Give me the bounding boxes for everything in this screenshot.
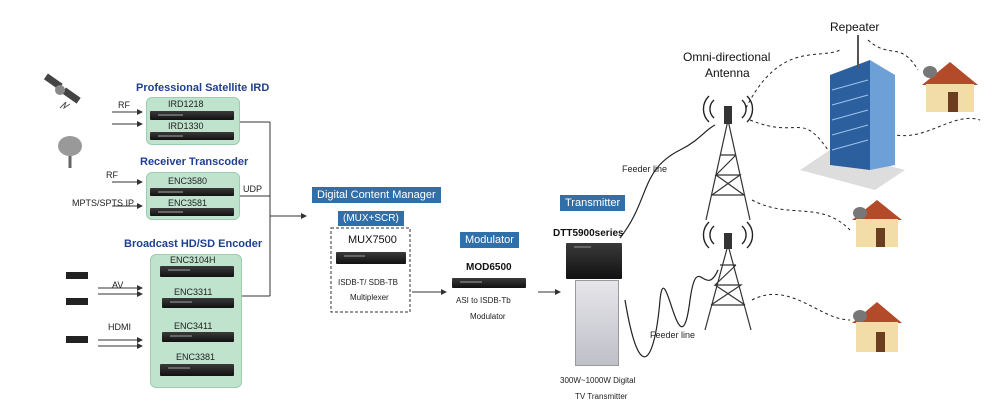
antenna-label-2: Antenna	[705, 66, 750, 80]
device-ird1330: IRD1330	[168, 121, 204, 131]
modulator-desc-2: Modulator	[470, 312, 506, 321]
dcm-model: MUX7500	[348, 234, 397, 246]
output-udp: UDP	[243, 184, 263, 194]
rack-unit	[150, 132, 234, 140]
input-mpts-spts-ip: MPTS/SPTS IP	[72, 198, 135, 208]
input-av: AV	[112, 280, 124, 290]
device-enc3581: ENC3581	[168, 198, 208, 208]
device-enc3411: ENC3411	[174, 321, 213, 331]
satellite-group-title: Professional Satellite IRD	[136, 82, 270, 94]
input-rf-1: RF	[118, 100, 130, 110]
dcm-subtitle: (MUX+SCR)	[338, 211, 404, 226]
transmitter-desc-1: 300W~1000W Digital	[560, 376, 636, 385]
modulator-title: Modulator	[460, 232, 519, 248]
transmitter-rack	[566, 243, 622, 279]
antenna-label-1: Omni-directional	[683, 50, 771, 64]
transmitter-model: DTT5900series	[553, 228, 624, 239]
feeder-line-bottom: Feeder line	[650, 330, 696, 340]
rack-unit	[162, 298, 234, 308]
dcm-desc-1: ISDB-T/ SDB-TB	[338, 278, 399, 287]
rack-unit	[150, 208, 234, 216]
transmitter-cabinet	[575, 280, 619, 366]
feeder-line-top: Feeder line	[622, 164, 668, 174]
transmitter-desc-2: TV Transmitter	[575, 392, 628, 401]
input-rf-2: RF	[106, 170, 118, 180]
device-enc3381: ENC3381	[176, 352, 216, 362]
rack-unit	[162, 332, 234, 342]
dcm-title: Digital Content Manager	[312, 187, 441, 203]
modulator-model: MOD6500	[466, 262, 512, 273]
rack-unit	[160, 266, 234, 277]
device-ird1218: IRD1218	[168, 99, 204, 109]
modulator-desc-1: ASI to ISDB-Tb	[456, 296, 511, 305]
dcm-desc-2: Multiplexer	[350, 293, 389, 302]
device-enc3311: ENC3311	[174, 287, 213, 297]
repeater-label: Repeater	[830, 20, 880, 34]
rack-unit	[150, 188, 234, 196]
mux7500-unit	[336, 252, 406, 264]
transmitter-title: Transmitter	[560, 195, 626, 211]
encoder-group-title: Broadcast HD/SD Encoder	[124, 238, 263, 250]
rack-unit	[150, 111, 234, 120]
device-enc3104h: ENC3104H	[170, 255, 216, 265]
mod6500-unit	[452, 278, 526, 288]
input-hdmi: HDMI	[108, 322, 131, 332]
device-enc3580: ENC3580	[168, 176, 208, 186]
rack-unit	[160, 364, 234, 376]
transcoder-group-title: Receiver Transcoder	[140, 156, 249, 168]
